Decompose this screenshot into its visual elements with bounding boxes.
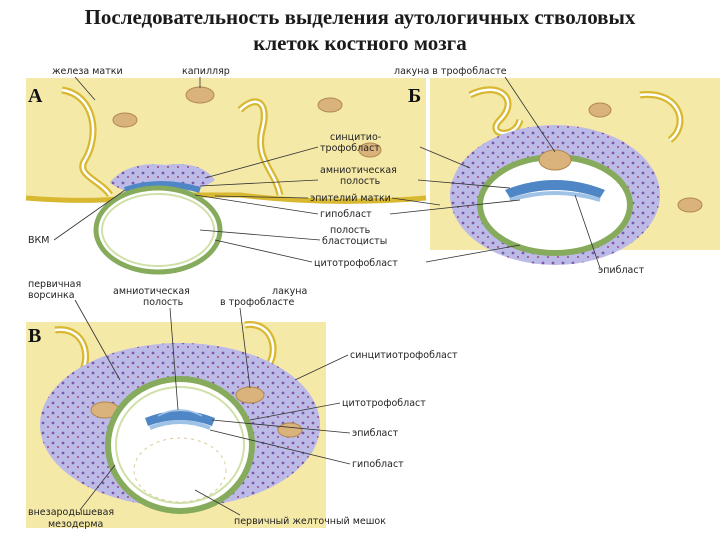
label-gland: железа матки — [52, 66, 123, 77]
slide-title: Последовательность выделения аутологичны… — [0, 4, 720, 56]
hypoblast-c — [149, 420, 211, 430]
label-shared-3: полость — [340, 176, 381, 187]
label-villus-1: первичная — [28, 279, 81, 290]
label-syncytio-c: синцитиотрофобласт — [350, 350, 458, 361]
label-yolk-sac: первичный желточный мешок — [234, 516, 386, 527]
label-shared-4: эпителий матки — [310, 193, 391, 204]
label-capillary: капилляр — [182, 66, 230, 77]
label-lacuna-b: лакуна в трофобласте — [394, 66, 507, 77]
capillary-a — [185, 86, 215, 104]
label-mesoderm-1: внезародышевая — [28, 507, 114, 518]
label-amnion-2: полость — [143, 297, 184, 308]
uterine-epithelium-a — [25, 192, 427, 204]
labels: А Б В железа матки капилляр лакуна в тро… — [28, 66, 645, 530]
amniotic-cavity-c — [157, 409, 203, 417]
yolk-sac-c — [133, 437, 227, 503]
label-cyto-c: цитотрофобласт — [342, 398, 426, 409]
panel-b-letter: Б — [408, 85, 421, 107]
label-shared-0: синцитио- — [330, 132, 381, 143]
panel-a-letter: А — [28, 85, 43, 107]
cytotrophoblast-b — [477, 154, 633, 256]
label-shared-2: амниотическая — [320, 165, 397, 176]
label-lacuna-c-2: в трофобласте — [220, 297, 294, 308]
label-shared-7: бластоцисты — [322, 236, 387, 247]
label-shared-8: цитотрофобласт — [314, 258, 398, 269]
panel-a — [25, 78, 427, 275]
label-shared-1: трофобласт — [320, 143, 380, 154]
label-hypoblast-c: гипобласт — [352, 459, 404, 470]
label-epiblast-c: эпибласт — [352, 428, 399, 439]
panel-b — [430, 78, 720, 265]
label-villus-2: ворсинка — [28, 290, 75, 301]
label-epiblast-b: эпибласт — [598, 265, 645, 276]
label-shared-6: полость — [330, 225, 371, 236]
epiblast-c — [145, 411, 215, 426]
lacuna-b — [538, 149, 572, 171]
epiblast-b — [505, 180, 605, 198]
label-amnion-1: амниотическая — [113, 286, 190, 297]
hypoblast-b — [509, 191, 601, 202]
cytotrophoblast-c — [105, 376, 255, 514]
panel-c-letter: В — [28, 325, 41, 347]
label-mesoderm-2: мезодерма — [48, 519, 103, 530]
label-vkm: ВКМ — [28, 235, 49, 246]
title-line-2: клеток костного мозга — [253, 31, 467, 55]
label-shared-5: гипобласт — [320, 209, 372, 220]
blastocyst-a — [93, 185, 223, 275]
title-line-1: Последовательность выделения аутологичны… — [84, 5, 636, 29]
inner-cell-mass — [124, 181, 201, 193]
label-lacuna-c-1: лакуна — [272, 286, 307, 297]
panel-c — [26, 321, 326, 528]
